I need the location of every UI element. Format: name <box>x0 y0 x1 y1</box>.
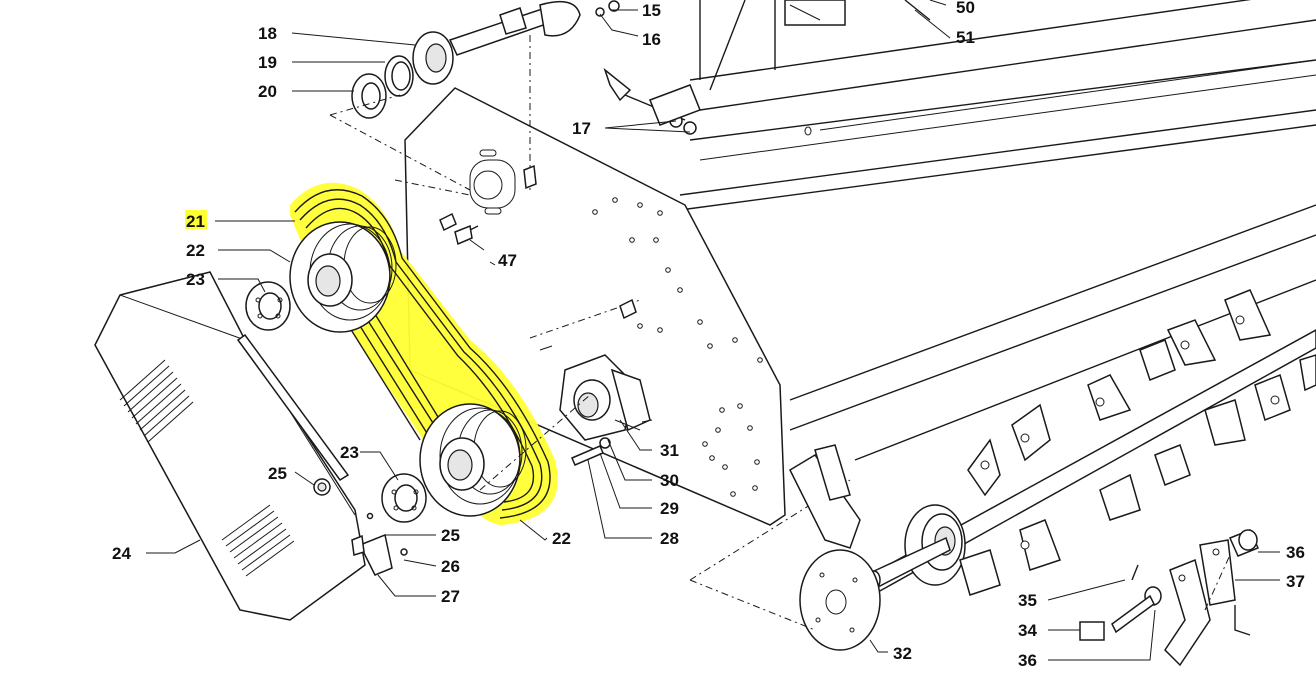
flange-bearing <box>479 299 651 491</box>
small-bolts <box>439 164 637 351</box>
callout-34: 34 <box>1018 621 1037 640</box>
cover-fasteners <box>313 478 408 576</box>
mower-frame <box>679 0 1316 461</box>
lower-pulley <box>419 403 527 517</box>
callout-20: 20 <box>258 82 277 101</box>
callout-18: 18 <box>258 24 277 43</box>
callout-32: 32 <box>893 644 912 663</box>
callout-19: 19 <box>258 53 277 72</box>
callout-28: 28 <box>660 529 679 548</box>
upper-bearing <box>245 281 291 331</box>
end-disc <box>689 444 881 651</box>
callout-36-right: 36 <box>1286 543 1305 562</box>
callout-25-right: 25 <box>441 526 460 545</box>
callout-30: 30 <box>660 471 679 490</box>
callout-51: 51 <box>956 28 975 47</box>
leader-lines <box>146 0 1280 661</box>
callout-50: 50 <box>956 0 975 17</box>
callout-27: 27 <box>441 587 460 606</box>
callout-26: 26 <box>441 557 460 576</box>
callout-47: 47 <box>498 251 517 270</box>
belt-guard-cover <box>94 271 366 621</box>
callout-35: 35 <box>1018 591 1037 610</box>
callout-21: 21 <box>186 212 205 231</box>
callout-29: 29 <box>660 499 679 518</box>
callout-labels: 15 16 50 51 18 19 20 17 21 22 23 47 23 2… <box>112 0 1305 670</box>
callout-23-upper: 23 <box>186 270 205 289</box>
drive-belt <box>294 189 551 519</box>
top-shaft-assembly <box>329 0 620 196</box>
callout-23-lower: 23 <box>340 443 359 462</box>
callout-16: 16 <box>642 30 661 49</box>
upper-pulley <box>289 221 397 333</box>
rotor-shaft <box>867 289 1316 596</box>
callout-24: 24 <box>112 544 131 563</box>
tension-bolt-assembly <box>603 67 701 135</box>
callout-21-highlight <box>185 210 207 229</box>
callout-22-lower: 22 <box>552 529 571 548</box>
callout-36-bottom: 36 <box>1018 651 1037 670</box>
lower-bearing <box>381 473 427 523</box>
callout-31: 31 <box>660 441 679 460</box>
callout-37: 37 <box>1286 572 1305 591</box>
callout-17: 17 <box>572 119 591 138</box>
callout-15: 15 <box>642 1 661 20</box>
callout-25-left: 25 <box>268 464 287 483</box>
side-plate <box>404 87 786 526</box>
blade-set <box>1079 529 1260 667</box>
callout-22-upper: 22 <box>186 241 205 260</box>
